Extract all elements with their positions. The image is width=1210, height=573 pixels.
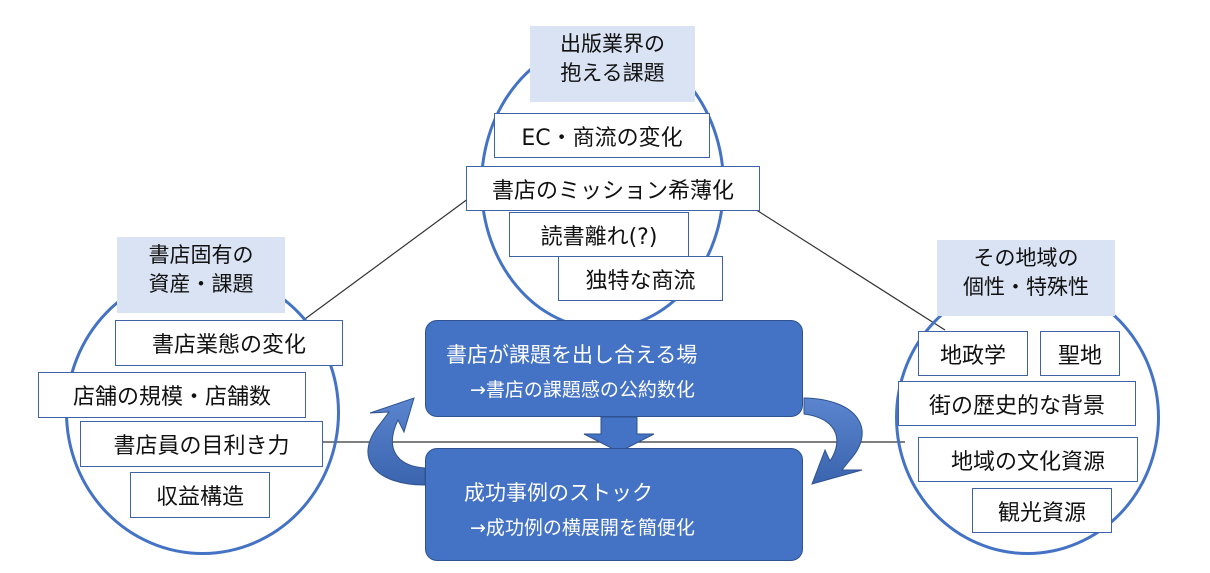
issue-sharing-box: 書店が課題を出し合える場 →書店の課題感の公約数化 [425,320,803,417]
success-stock-title: 成功事例のストック [464,481,653,505]
top-item-ec-commerce: EC・商流の変化 [494,113,710,158]
success-stock-sub: →成功例の横展開を簡便化 [470,517,695,539]
heading-line: 書店固有の [148,243,254,267]
publishing-industry-heading: 出版業界の 抱える課題 [530,26,695,102]
left-item-format-change: 書店業態の変化 [115,320,343,366]
heading-line: 出版業界の [560,32,665,56]
top-item-reading: 読書離れ(?) [509,212,689,257]
heading-line: その地域の [973,246,1079,270]
curved-arrow-left [367,397,426,486]
right-item-sacred-place: 聖地 [1040,331,1120,376]
heading-line: 資産・課題 [148,272,254,296]
curved-arrow-right [803,397,863,485]
right-item-culture: 地域の文化資源 [918,437,1138,482]
left-item-revenue-structure: 収益構造 [130,472,270,518]
issue-sharing-title: 書店が課題を出し合える場 [446,343,698,367]
link-top-right [724,189,946,331]
left-item-staff-judgment: 書店員の目利き力 [80,421,323,467]
top-item-unique-commerce: 独特な商流 [558,256,723,301]
right-item-history: 街の歴史的な背景 [898,381,1136,426]
left-item-store-scale: 店舗の規模・店舗数 [38,372,306,418]
down-arrow [583,416,655,453]
success-stock-box: 成功事例のストック →成功例の横展開を簡便化 [425,448,803,561]
heading-line: 個性・特殊性 [963,275,1089,299]
heading-line: 抱える課題 [560,61,665,85]
right-item-tourism: 観光資源 [972,488,1112,533]
top-item-mission: 書店のミッション希薄化 [466,166,760,211]
right-item-geopolitics: 地政学 [918,331,1028,376]
issue-sharing-sub: →書店の課題感の公約数化 [470,379,695,401]
local-character-heading: その地域の 個性・特殊性 [937,240,1115,316]
bookstore-assets-heading: 書店固有の 資産・課題 [117,237,285,313]
link-left-top [289,189,481,331]
